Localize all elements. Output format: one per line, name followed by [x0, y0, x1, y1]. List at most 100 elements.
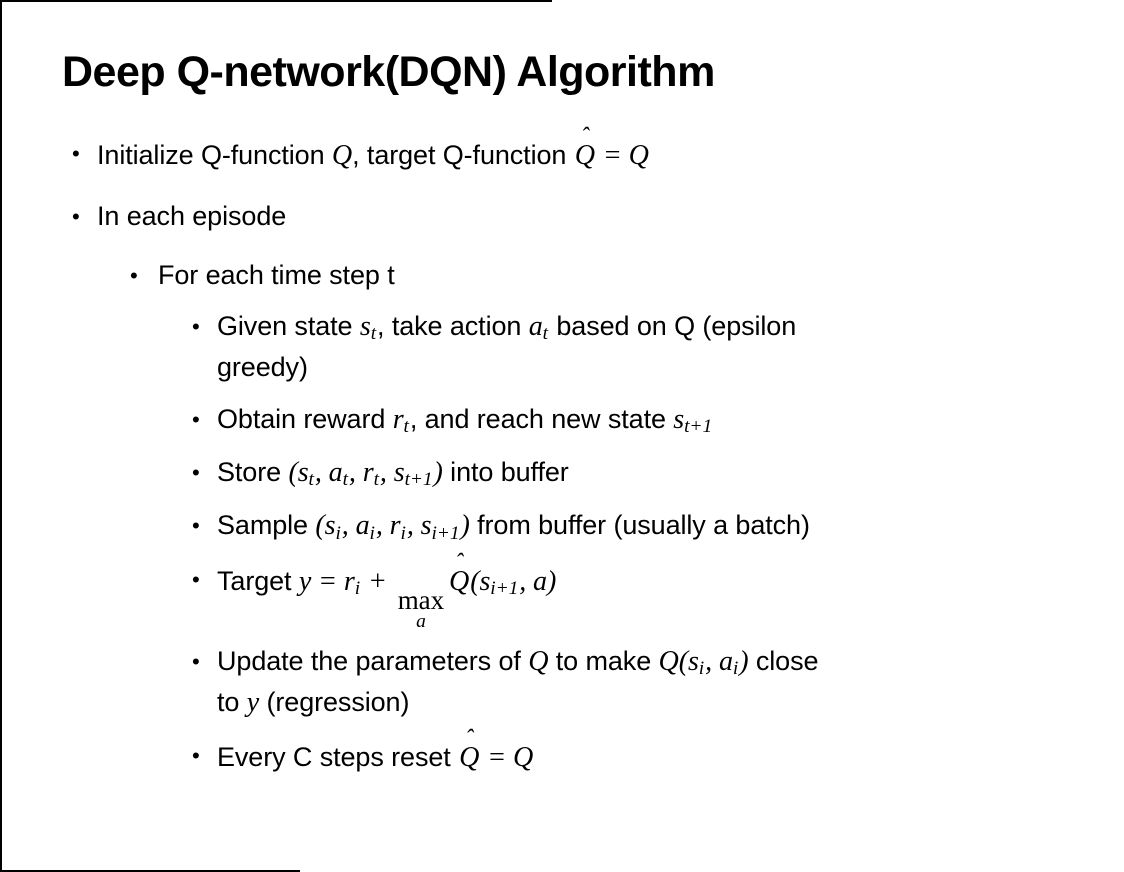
text-segment: to make [548, 646, 659, 677]
bullet-text: Update the parameters of Q to make Q(si,… [217, 642, 1110, 724]
text-segment: (s [315, 510, 336, 542]
text-segment: Q [628, 139, 649, 171]
bullet-marker: • [72, 140, 80, 166]
text-segment: Target [217, 566, 299, 597]
text-segment: t [342, 469, 348, 491]
text-segment: t [403, 415, 409, 437]
text-segment: ) [433, 457, 443, 488]
slide-border-top [0, 0, 552, 2]
text-segment: Q [512, 742, 534, 774]
text-segment: Every C steps reset [217, 742, 459, 773]
bullet-item: • Obtain reward rt, and reach new state s… [62, 400, 1110, 441]
slide-border-left [0, 0, 2, 872]
text-segment: , a [314, 457, 343, 488]
text-segment: , r [348, 457, 374, 488]
text-segment: For each time step t [158, 259, 395, 290]
text-segment: t [370, 323, 377, 345]
bullet-marker: • [192, 649, 200, 675]
text-segment: , s [406, 510, 432, 542]
text-segment: , target Q-function [352, 139, 574, 170]
text-segment: i+1 [490, 578, 519, 600]
text-segment: t+1 [684, 415, 713, 437]
text-segment: = [311, 566, 344, 598]
text-segment: y [298, 566, 312, 598]
text-segment: , a [705, 646, 733, 678]
bullet-marker: • [72, 203, 80, 229]
bullet-item: • Given state st, take action at based on… [62, 307, 1110, 388]
text-segment: Q [331, 139, 353, 171]
bullet-marker: • [192, 313, 200, 339]
text-segment: ) [460, 510, 470, 542]
text-segment: Store [217, 457, 289, 487]
text-segment: i [354, 578, 361, 600]
text-segment: i [400, 522, 406, 544]
bullet-text: Store (st, at, rt, st+1) into buffer [217, 453, 1110, 494]
text-segment: Update the parameters of [217, 646, 529, 677]
text-segment: Obtain reward [217, 403, 393, 434]
text-segment: Q(s [658, 646, 699, 678]
bullet-marker: • [192, 406, 200, 432]
text-segment: t+1 [404, 469, 433, 491]
text-segment: based on Q (epsilon [548, 310, 797, 341]
bullet-marker: • [130, 262, 138, 288]
text-segment: + [361, 566, 394, 598]
bullet-text: For each time step t [158, 256, 1110, 295]
text-segment: ) [739, 646, 749, 678]
bullet-item: • For each time step t [62, 256, 1110, 295]
text-segment: i [335, 522, 341, 544]
text-segment: (s [470, 566, 491, 598]
text-segment: , s [379, 457, 405, 488]
text-segment: , a [341, 510, 370, 542]
bullet-text: Sample (si, ai, ri, si+1) from buffer (u… [217, 506, 1110, 547]
text-segment: s [673, 403, 685, 435]
bullet-item: • Sample (si, ai, ri, si+1) from buffer (… [62, 506, 1110, 547]
text-segment: y [246, 687, 260, 719]
bullet-marker: • [192, 566, 200, 592]
bullet-text: Given state st, take action at based on … [217, 307, 1110, 388]
bullet-item: •Initialize Q-function Q, target Q-funct… [62, 125, 1110, 177]
text-segment: t [308, 469, 314, 491]
text-segment: Initialize Q-function [97, 139, 332, 170]
text-segment: , and reach new state [409, 403, 674, 434]
text-segment: (s [288, 457, 309, 488]
bullet-item: • In each episode [62, 197, 1110, 236]
slide-border-bottom [0, 870, 300, 872]
text-segment: = [595, 139, 629, 171]
text-segment: from buffer (usually a batch) [469, 510, 810, 541]
text-segment: Given state [217, 310, 360, 341]
text-segment: i [369, 522, 375, 544]
bullet-item: •Store (st, at, rt, st+1) into buffer [62, 453, 1110, 494]
bullet-marker: • [192, 460, 200, 485]
text-segment: = [480, 742, 513, 774]
text-segment: (regression) [259, 687, 410, 718]
slide-title: Deep Q-network(DQN) Algorithm [62, 48, 715, 96]
bullet-text: Obtain reward rt, and reach new state st… [217, 400, 1110, 441]
text-segment: t [542, 323, 548, 345]
bullet-marker: • [192, 513, 200, 539]
bullet-text: Initialize Q-function Q, target Q-functi… [97, 125, 1110, 177]
text-segment: t [373, 469, 379, 491]
text-segment: i [698, 658, 705, 680]
text-segment: to [217, 687, 247, 718]
text-segment: into buffer [442, 457, 569, 487]
text-segment: r [392, 403, 404, 435]
text-segment: , take action [377, 310, 529, 341]
text-segment: Q [528, 646, 549, 678]
bullet-list: •Initialize Q-function Q, target Q-funct… [0, 125, 1124, 779]
text-segment: In each episode [97, 200, 287, 231]
bullet-marker: • [192, 743, 200, 769]
text-segment: , r [375, 510, 401, 542]
text-segment: s [359, 310, 371, 342]
bullet-text: In each episode [97, 197, 1110, 236]
text-segment: close [748, 646, 819, 677]
bullet-item: •Update the parameters of Q to make Q(si… [62, 642, 1110, 724]
text-segment: Sample [217, 510, 316, 541]
text-segment: i [732, 658, 739, 680]
text-segment: greedy) [217, 352, 308, 383]
text-segment: , a) [519, 566, 557, 598]
